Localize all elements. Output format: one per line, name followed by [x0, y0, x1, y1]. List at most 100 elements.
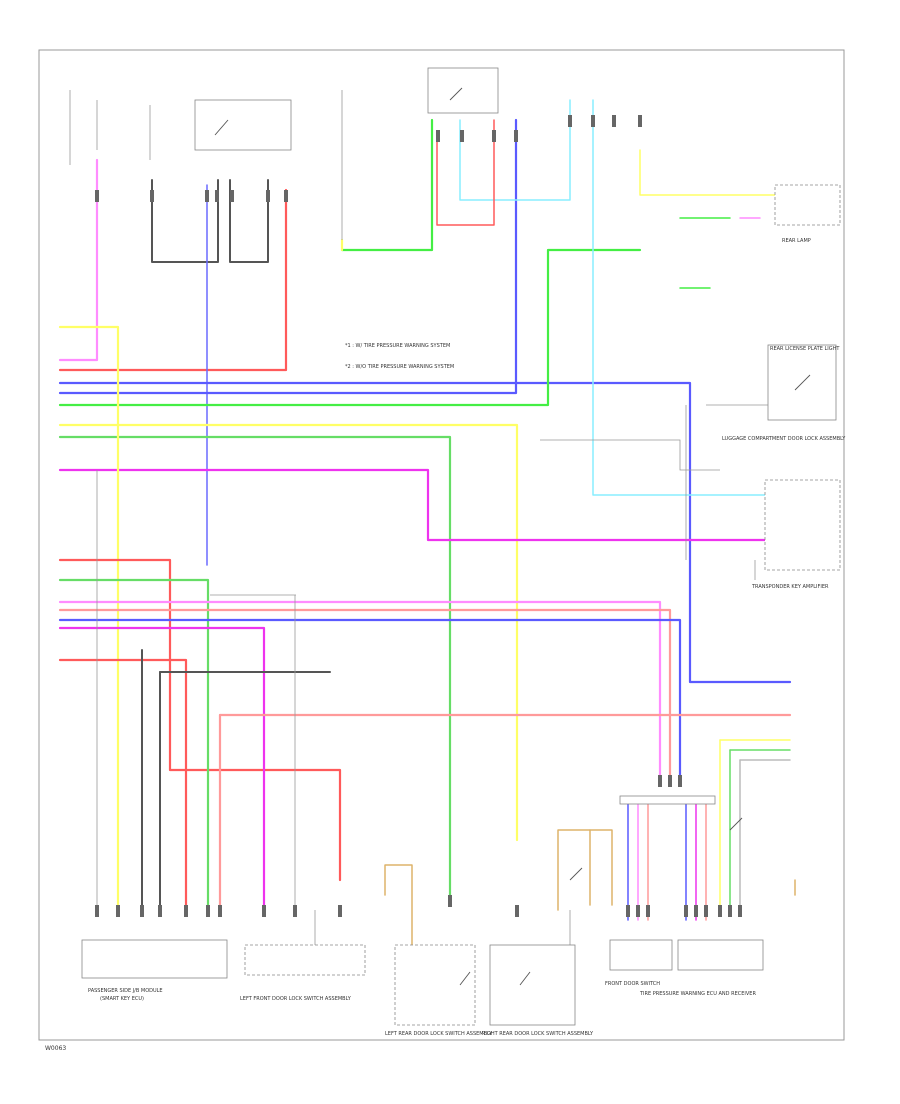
- wire-red-top: [58, 188, 288, 372]
- wire-tan-1: [557, 829, 591, 911]
- wire-yellow-main: [58, 423, 519, 842]
- main-module-sub: (SMART KEY ECU): [100, 996, 144, 1002]
- pin-28: [626, 905, 630, 917]
- switch-symbol-6: [729, 817, 743, 831]
- pin-33: [704, 905, 708, 917]
- pin-1: [95, 905, 99, 917]
- right-rear-door-label: RIGHT REAR DOOR LOCK SWITCH ASSEMBLY: [482, 1031, 594, 1037]
- left-door-switch-label: LEFT FRONT DOOR LOCK SWITCH ASSEMBLY: [240, 996, 352, 1002]
- pin-36: [738, 905, 742, 917]
- transponder-label: TRANSPONDER KEY AMPLIFIER: [751, 584, 829, 590]
- pin-2: [116, 905, 120, 917]
- wire-green-lower: [58, 578, 210, 917]
- pin-34: [718, 905, 722, 917]
- thin-line-5: [540, 439, 720, 471]
- pin-11: [448, 895, 452, 907]
- switch-symbol-3: [459, 971, 471, 986]
- pin-38: [668, 775, 672, 787]
- wire-group: [58, 99, 796, 946]
- footer-code: W0063: [45, 1045, 66, 1052]
- switch-symbol-1: [214, 119, 229, 136]
- left-door-switch-box: [244, 944, 366, 976]
- tpms-connector-box: [619, 795, 716, 805]
- pin-19: [284, 190, 288, 202]
- pin-29: [636, 905, 640, 917]
- switch-symbol-7: [569, 867, 583, 881]
- transponder-box: [764, 479, 841, 571]
- rear-license-label: REAR LICENSE PLATE LIGHT: [770, 346, 840, 352]
- pin-22: [492, 130, 496, 142]
- left-rear-door-label: LEFT REAR DOOR LOCK SWITCH ASSEMBLY: [385, 1031, 493, 1037]
- top-relay-box: [194, 99, 292, 151]
- pin-30: [646, 905, 650, 917]
- wire-green-1: [58, 248, 642, 407]
- pin-20: [436, 130, 440, 142]
- pin-27: [638, 115, 642, 127]
- component-boxes: [81, 67, 841, 1026]
- right-rear-door-box: [489, 944, 576, 1026]
- wire-magenta-lower: [58, 626, 266, 912]
- front-switch-box: [609, 939, 673, 971]
- pin-21: [460, 130, 464, 142]
- rear-lamp-box: [774, 184, 841, 226]
- wire-tan-3: [384, 864, 413, 946]
- tpms-label: TIRE PRESSURE WARNING ECU AND RECEIVER: [639, 991, 756, 997]
- wire-red-lower-2: [58, 608, 672, 782]
- wire-yellow-left: [58, 325, 120, 917]
- wire-red-lower-1: [58, 558, 342, 882]
- pin-24: [568, 115, 572, 127]
- wire-pink-lower: [58, 600, 662, 782]
- pin-9: [293, 905, 297, 917]
- pin-15: [205, 190, 209, 202]
- wire-pink-top-left: [58, 158, 99, 362]
- left-rear-door-box: [394, 944, 476, 1026]
- wire-green-small-top: [340, 118, 434, 252]
- wire-cyan-1: [459, 99, 571, 201]
- main-module-label: PASSENGER SIDE J/B MODULE: [88, 988, 163, 994]
- wire-dark-loop-right: [229, 179, 269, 263]
- wire-red-switch-loop: [436, 119, 495, 226]
- wire-magenta-1: [58, 468, 772, 542]
- pin-13: [95, 190, 99, 202]
- pin-16: [215, 190, 219, 202]
- top-switch-box: [427, 67, 499, 114]
- switch-symbols: [214, 87, 811, 986]
- pin-12: [515, 905, 519, 917]
- wire-blue-1: [58, 381, 792, 684]
- thin-line-group: [69, 90, 770, 960]
- luggage-label: LUGGAGE COMPARTMENT DOOR LOCK ASSEMBLY: [722, 436, 846, 442]
- switch-symbol-4: [519, 971, 531, 986]
- note-1: *1 : W/ TIRE PRESSURE WARNING SYSTEM: [345, 343, 450, 349]
- wire-blue-2: [58, 118, 518, 395]
- wire-green-main: [58, 435, 452, 902]
- pin-6: [206, 905, 210, 917]
- wire-tan-2: [589, 829, 613, 906]
- switch-symbol-2: [449, 87, 463, 101]
- pin-23: [514, 130, 518, 142]
- pin-17: [230, 190, 234, 202]
- pin-26: [612, 115, 616, 127]
- pin-35: [728, 905, 732, 917]
- pin-7: [218, 905, 222, 917]
- wire-yellow-top-right: [639, 149, 781, 196]
- pin-10: [338, 905, 342, 917]
- pin-39: [678, 775, 682, 787]
- pin-4: [158, 905, 162, 917]
- pin-3: [140, 905, 144, 917]
- note-2: *2 : W/O TIRE PRESSURE WARNING SYSTEM: [345, 364, 454, 370]
- main-module-box: [81, 939, 228, 979]
- pin-25: [591, 115, 595, 127]
- pin-18: [266, 190, 270, 202]
- wire-red-lower-3: [58, 658, 188, 917]
- wire-blue-lower: [58, 618, 682, 782]
- pin-5: [184, 905, 188, 917]
- tpms-box: [677, 939, 764, 971]
- pin-31: [684, 905, 688, 917]
- switch-symbol-5: [794, 374, 811, 391]
- wire-dark-loop-left: [151, 179, 219, 263]
- front-switch-label: FRONT DOOR SWITCH: [605, 981, 660, 987]
- connector-pins: [95, 115, 742, 917]
- pin-14: [150, 190, 154, 202]
